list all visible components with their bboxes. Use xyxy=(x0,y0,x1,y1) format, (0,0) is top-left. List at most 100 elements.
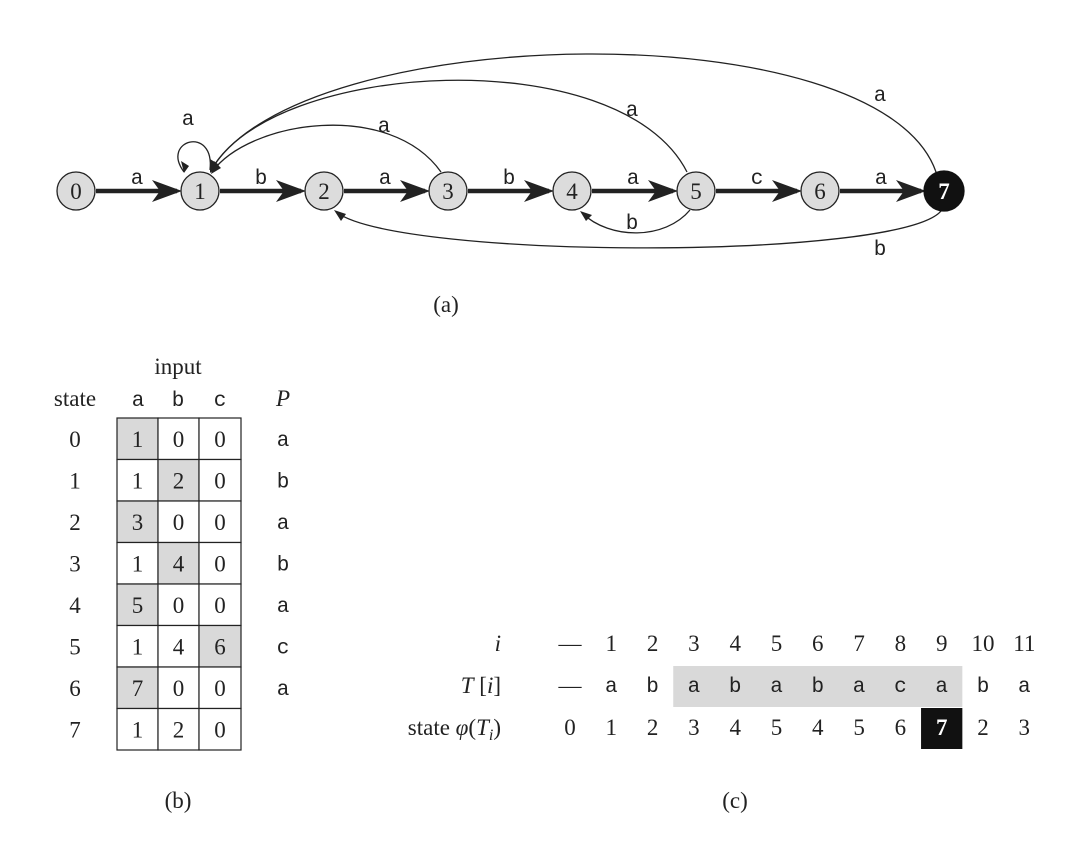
state-number: 1 xyxy=(69,468,81,493)
trace-cell: 3 xyxy=(688,631,700,656)
state-node-2: 2 xyxy=(304,171,344,211)
edge-5-6 xyxy=(716,180,802,202)
table-cell xyxy=(116,583,159,627)
state-node-6: 6 xyxy=(800,171,840,211)
edge-7-2 xyxy=(334,210,942,249)
state-number: 4 xyxy=(69,593,81,618)
edge-1-2 xyxy=(220,180,306,202)
table-cell-value: 1 xyxy=(132,551,144,576)
table-cell-value: 2 xyxy=(173,717,185,742)
table-cell-value: 1 xyxy=(132,717,144,742)
accept-highlight xyxy=(921,708,963,749)
table-cell xyxy=(116,458,159,502)
table-cell-value: 0 xyxy=(173,593,185,618)
edge-5-1 xyxy=(210,79,688,173)
trace-cell: b xyxy=(729,676,742,699)
table-cell xyxy=(198,583,242,627)
state-node-0: 0 xyxy=(56,171,96,211)
table-cell-value: 0 xyxy=(214,593,226,618)
label-edge-3-4: b xyxy=(503,168,516,191)
label-edge-7-1: a xyxy=(874,85,887,108)
state-number: 7 xyxy=(69,717,81,742)
input-header: input xyxy=(154,354,202,379)
table-cell-value: 0 xyxy=(214,717,226,742)
table-cell xyxy=(116,417,159,461)
column-header-b: b xyxy=(172,390,185,413)
table-cell-value: 4 xyxy=(173,634,185,659)
column-header-a: a xyxy=(132,390,145,413)
table-cell xyxy=(198,666,242,710)
table-cell-value: 0 xyxy=(173,676,185,701)
trace-cell: b xyxy=(977,676,990,699)
svg-text:3: 3 xyxy=(442,179,454,204)
edge-5-4 xyxy=(580,209,691,234)
svg-text:0: 0 xyxy=(70,179,82,204)
state-node-3: 3 xyxy=(428,171,468,211)
table-cell-value: 0 xyxy=(214,676,226,701)
state-node-4: 4 xyxy=(552,171,592,211)
edge-4-5 xyxy=(592,180,678,202)
state-number: 5 xyxy=(69,634,81,659)
table-cell xyxy=(157,624,200,668)
trace-cell: 9 xyxy=(936,631,948,656)
state-number: 2 xyxy=(69,510,81,535)
trace-cell: 7 xyxy=(853,631,865,656)
trace-cell: — xyxy=(558,631,583,656)
pattern-char: a xyxy=(277,679,290,702)
trace-cell: 1 xyxy=(606,631,618,656)
pattern-char: c xyxy=(277,637,290,660)
trace-cell: 4 xyxy=(729,715,741,740)
edge-labels: a b a b a c a a a a a b b xyxy=(131,85,888,262)
trace-cell: 3 xyxy=(1019,715,1031,740)
edge-7-1 xyxy=(210,53,937,173)
pattern-char: a xyxy=(277,430,290,453)
trace-cell: 7 xyxy=(936,715,948,740)
table-cell-value: 4 xyxy=(173,551,185,576)
table-cell-value: 7 xyxy=(132,676,144,701)
table-cell-value: 1 xyxy=(132,427,144,452)
trace-cell: a xyxy=(935,676,948,699)
table-cell xyxy=(157,458,200,502)
table-cell-value: 0 xyxy=(173,427,185,452)
caption-c: (c) xyxy=(722,788,748,813)
trace-cell: b xyxy=(811,676,824,699)
trace-cell: 4 xyxy=(812,715,824,740)
svg-text:1: 1 xyxy=(194,179,206,204)
trace-cell: 1 xyxy=(606,715,618,740)
automaton-diagram: a b a b a c a a a a a b b 0 1 xyxy=(56,53,965,317)
state-node-7-accepting: 7 xyxy=(923,170,965,212)
table-cell-value: 0 xyxy=(214,468,226,493)
pattern-header: P xyxy=(275,386,290,411)
svg-text:6: 6 xyxy=(814,179,826,204)
table-cell-value: 0 xyxy=(214,427,226,452)
svg-text:4: 4 xyxy=(566,179,578,204)
trace-cell: 5 xyxy=(771,715,783,740)
table-row: 1 2 0 7 xyxy=(69,707,242,751)
pattern-char: a xyxy=(277,596,290,619)
table-cell xyxy=(116,500,159,544)
svg-text:5: 5 xyxy=(690,179,702,204)
trace-cell: 8 xyxy=(895,631,907,656)
states: 0 1 2 3 4 5 6 xyxy=(56,170,965,212)
back-edges xyxy=(177,53,942,249)
label-edge-5-1: a xyxy=(626,100,639,123)
trace-highlights xyxy=(673,666,963,749)
state-node-1: 1 xyxy=(180,171,220,211)
edge-6-7 xyxy=(840,180,926,202)
edge-3-4 xyxy=(468,180,554,202)
table-cell xyxy=(116,541,159,585)
table-cell xyxy=(157,417,200,461)
table-cell xyxy=(116,624,159,668)
pattern-char: b xyxy=(277,471,290,494)
